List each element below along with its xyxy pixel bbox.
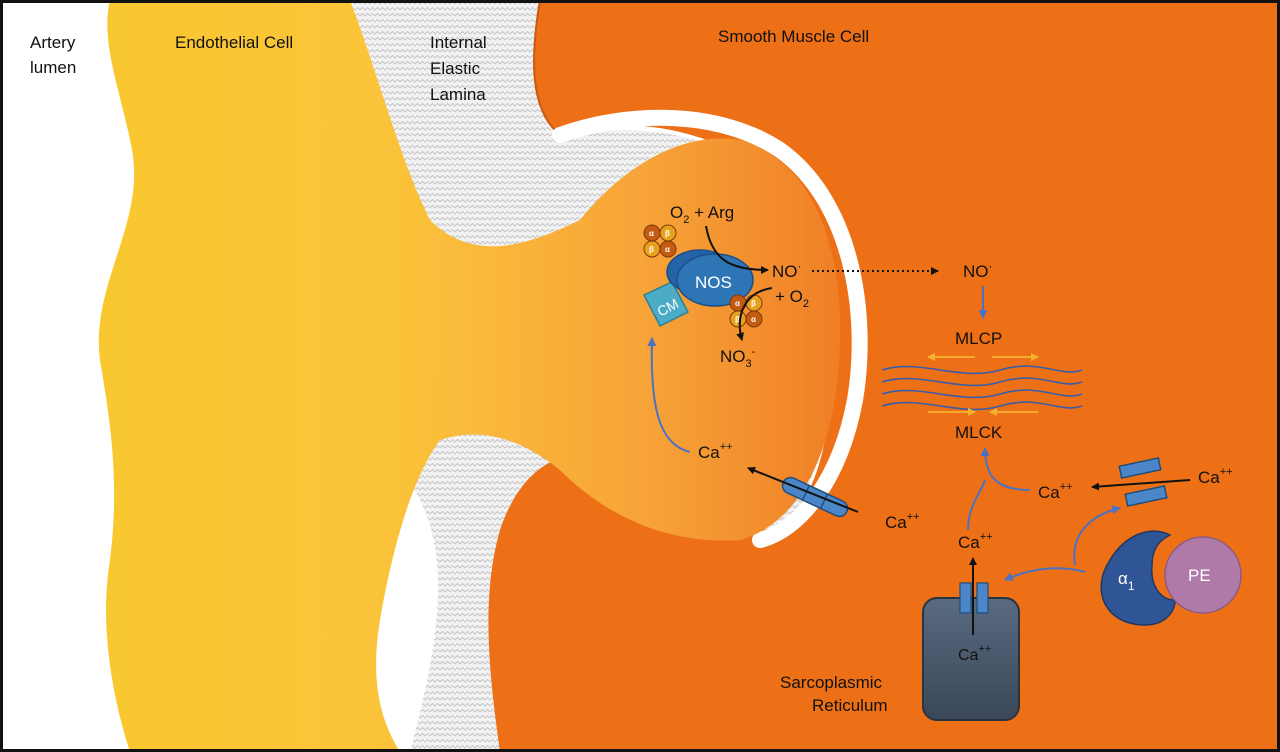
svg-text:β: β — [735, 315, 740, 324]
sarcoplasmic-label-1: Sarcoplasmic — [780, 673, 883, 692]
endothelial-cell-label: Endothelial Cell — [175, 33, 293, 52]
no-product-label: NO· — [772, 259, 802, 281]
sr-ca-to-mlck-arrow — [967, 479, 986, 531]
receptor-to-channel-arrow — [1073, 505, 1121, 566]
nitrate-arrow — [736, 287, 773, 341]
svg-text:α: α — [649, 229, 654, 238]
svg-text:α: α — [735, 299, 740, 308]
svg-text:β: β — [665, 229, 670, 238]
svg-text:α: α — [751, 315, 756, 324]
ca-cytosol-label: Ca++ — [1038, 481, 1073, 502]
iel-label-2: Elastic — [430, 59, 481, 78]
nos-label: NOS — [695, 273, 732, 292]
smooth-muscle-cell — [488, 0, 1280, 752]
ca-to-mlck-arrow — [980, 447, 1031, 491]
nitrate-label: NO3- — [720, 346, 756, 370]
pe-label: PE — [1188, 566, 1211, 585]
calcium-channel-membrane — [1118, 457, 1168, 507]
svg-text:α: α — [665, 245, 670, 254]
ca-sr-released-label: Ca++ — [958, 531, 993, 552]
iel-label-3: Lamina — [430, 85, 486, 104]
substrate-label: O2 + Arg — [670, 203, 734, 226]
ca-extracellular-label: Ca++ — [1198, 466, 1233, 487]
phenylephrine — [1164, 536, 1242, 614]
nos-enzyme — [676, 253, 754, 307]
receptor-to-sr-arrow — [1004, 567, 1086, 581]
artery-lumen-label-2: lumen — [30, 58, 76, 77]
svg-text:β: β — [649, 245, 654, 254]
myofilaments — [881, 365, 1083, 411]
alpha1-label: α1 — [1118, 569, 1135, 593]
artery-lumen-label-1: Artery — [30, 33, 76, 52]
no-smooth-muscle-label: NO· — [963, 259, 993, 281]
endothelial-ca-influx-arrow — [747, 466, 859, 513]
sarcoplasmic-label-2: Reticulum — [812, 696, 888, 715]
plus-o2-label: + O2 — [775, 287, 809, 310]
ca-endothelial-out-label: Ca++ — [885, 511, 920, 532]
ca-sr-lumen-label: Ca++ — [958, 643, 991, 664]
smooth-muscle-cell-label: Smooth Muscle Cell — [718, 27, 869, 46]
mlcp-label: MLCP — [955, 329, 1002, 348]
svg-text:β: β — [751, 299, 756, 308]
iel-label-1: Internal — [430, 33, 487, 52]
mlck-label: MLCK — [955, 423, 1003, 442]
ca-to-calmodulin-arrow — [647, 337, 691, 453]
nos-complex: CM NOS α β β α α β β α — [642, 224, 763, 328]
ca-endothelial-in-label: Ca++ — [698, 441, 733, 462]
substrate-arrow — [705, 225, 769, 274]
extracellular-ca-influx-arrow — [1091, 479, 1191, 491]
calmodulin — [642, 281, 690, 328]
alpha1-receptor: α1 — [1100, 530, 1176, 626]
protrusion-membrane — [552, 109, 868, 548]
subunit-cluster-lower: α β β α — [729, 294, 763, 328]
subunit-cluster-upper: α β β α — [643, 224, 677, 258]
